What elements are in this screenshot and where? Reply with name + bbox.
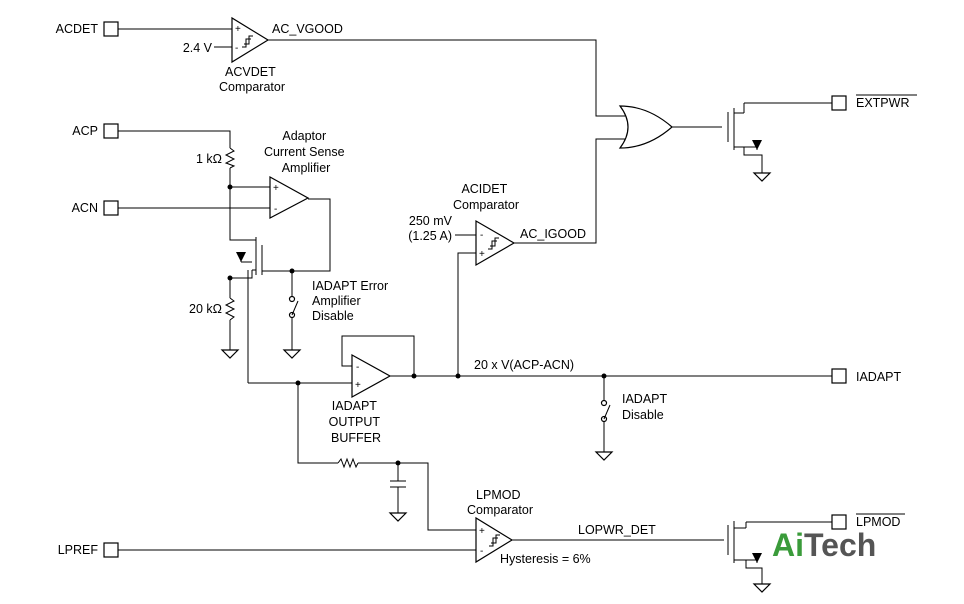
acn-label: ACN [72,201,98,215]
acidet-comparator: - + [475,219,516,267]
wires [118,28,832,584]
iadapt-pin [831,368,847,384]
svg-text:-: - [274,204,277,215]
vref-250mv-label: 250 mV [409,214,453,228]
watermark-suffix: Tech [804,527,876,563]
sense-mosfet [236,237,263,275]
vref-125a-label: (1.25 A) [408,229,452,243]
iadapt-output-buffer: - + [351,353,392,399]
iadapt-err-title: IADAPT Error Amplifier Disable [312,279,392,323]
pin-boxes [103,21,847,558]
svg-text:+: + [235,24,241,35]
extpwr-label: EXTPWR [856,96,909,110]
lpmod-mosfet [727,521,762,563]
acn-pin [103,200,119,216]
capacitor [390,480,406,488]
svg-text:-: - [480,546,483,557]
resistor-20k [224,297,236,321]
r-1k-label: 1 kΩ [196,152,222,166]
acdet-label: ACDET [56,22,99,36]
lpmod-label: LPMOD [856,515,900,529]
iadapt-node-label: 20 x V(ACP-ACN) [474,358,574,372]
resistor-lpmod [337,457,359,469]
svg-text:+: + [479,249,485,260]
extpwr-pin [831,95,847,111]
iadapt-disable-switch [600,399,611,423]
svg-text:AiTech: AiTech [772,527,876,563]
or-gate [618,105,673,149]
ground-symbols [220,172,772,593]
lpmod-comparator: + - [475,516,514,564]
acp-label: ACP [72,124,98,138]
lpmod-pin [831,514,847,530]
svg-text:-: - [235,43,238,54]
acdet-pin [103,21,119,37]
ac-vgood-label: AC_VGOOD [272,22,343,36]
lpref-label: LPREF [58,543,99,557]
acvdet-title: ACVDET Comparator [219,65,285,94]
svg-text:-: - [356,362,359,373]
labels: ACDET ACP ACN LPREF EXTPWR IADAPT LPMOD … [56,22,917,566]
svg-text:+: + [355,380,361,391]
svg-text:+: + [273,183,279,194]
csa-title: Adaptor Current Sense Amplifier [264,129,348,175]
acp-pin [103,123,119,139]
svg-text:-: - [480,230,483,241]
acidet-title: ACIDET Comparator [453,182,519,212]
resistor-1k [224,147,236,169]
watermark-prefix: Ai [772,527,804,563]
vref-24-label: 2.4 V [183,41,213,55]
ac-igood-label: AC_IGOOD [520,227,586,241]
error-amp-disable-switch [288,295,299,319]
extpwr-mosfet [727,108,762,150]
iadapt-label: IADAPT [856,370,902,384]
aitech-watermark: AiTech [772,527,876,563]
hysteresis-label: Hysteresis = 6% [500,552,591,566]
current-sense-amplifier: + - [269,175,310,219]
r-20k-label: 20 kΩ [189,302,222,316]
lopwr-det-label: LOPWR_DET [578,523,656,537]
lpref-pin [103,542,119,558]
acvdet-comparator: + - [231,16,270,64]
iadapt-buffer-title: IADAPT OUTPUT BUFFER [329,399,384,445]
junction-dots [227,184,607,466]
iadapt-disable-title: IADAPT Disable [622,392,670,422]
svg-text:+: + [479,526,485,537]
lpmod-title: LPMOD Comparator [467,488,533,517]
